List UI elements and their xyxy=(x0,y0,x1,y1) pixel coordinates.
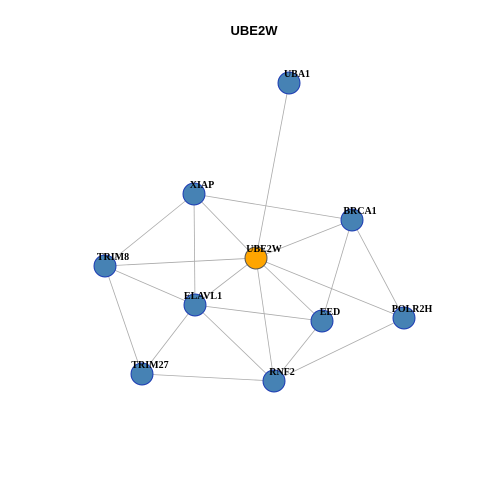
node-circle-ube2w xyxy=(244,246,268,270)
edge-trim27-rnf2 xyxy=(141,373,275,382)
node-label-uba1: UBA1 xyxy=(284,69,310,80)
edge-trim8-ube2w xyxy=(104,257,257,267)
edge-ube2w-rnf2 xyxy=(255,257,275,382)
edge-trim8-trim27 xyxy=(104,265,143,375)
node-label-polr2h: POLR2H xyxy=(392,304,433,315)
node-circle-rnf2 xyxy=(262,369,286,393)
edge-xiap-trim8 xyxy=(104,193,195,267)
node-circle-polr2h xyxy=(392,306,416,330)
node-label-trim8: TRIM8 xyxy=(97,252,129,263)
node-label-ube2w: UBE2W xyxy=(246,244,282,255)
node-circle-brca1 xyxy=(340,208,364,232)
node-circle-elavl1 xyxy=(183,293,207,317)
edge-ube2w-polr2h xyxy=(255,257,405,319)
edges-layer xyxy=(104,82,405,382)
edge-brca1-polr2h xyxy=(351,219,405,319)
node-circle-eed xyxy=(310,309,334,333)
edge-xiap-elavl1 xyxy=(193,193,196,306)
node-label-xiap: XIAP xyxy=(190,180,214,191)
edge-uba1-ube2w xyxy=(255,82,290,259)
node-rnf2: RNF2 xyxy=(262,367,295,393)
edge-eed-rnf2 xyxy=(273,320,323,382)
node-label-brca1: BRCA1 xyxy=(343,206,376,217)
node-label-elavl1: ELAVL1 xyxy=(184,291,222,302)
edge-trim8-elavl1 xyxy=(104,265,196,306)
edge-xiap-brca1 xyxy=(193,193,353,221)
edge-xiap-ube2w xyxy=(193,193,257,259)
edge-brca1-ube2w xyxy=(255,219,353,259)
node-circle-trim8 xyxy=(93,254,117,278)
node-trim27: TRIM27 xyxy=(130,360,169,386)
node-elavl1: ELAVL1 xyxy=(183,291,222,317)
edge-ube2w-elavl1 xyxy=(194,257,257,306)
node-circle-uba1 xyxy=(277,71,301,95)
node-circle-trim27 xyxy=(130,362,154,386)
edge-brca1-eed xyxy=(321,219,353,322)
node-trim8: TRIM8 xyxy=(93,252,129,278)
edge-ube2w-eed xyxy=(255,257,323,322)
node-xiap: XIAP xyxy=(182,180,214,206)
node-label-eed: EED xyxy=(320,307,341,318)
node-brca1: BRCA1 xyxy=(340,206,377,232)
node-uba1: UBA1 xyxy=(277,69,310,95)
edge-polr2h-rnf2 xyxy=(273,317,405,382)
edge-elavl1-trim27 xyxy=(141,304,196,375)
node-polr2h: POLR2H xyxy=(392,304,433,330)
node-eed: EED xyxy=(310,307,341,333)
edge-elavl1-eed xyxy=(194,304,323,322)
node-label-rnf2: RNF2 xyxy=(269,367,295,378)
node-label-trim27: TRIM27 xyxy=(131,360,168,371)
node-ube2w: UBE2W xyxy=(244,244,282,270)
node-circle-xiap xyxy=(182,182,206,206)
edge-elavl1-rnf2 xyxy=(194,304,275,382)
diagram-title: UBE2W xyxy=(231,23,279,38)
